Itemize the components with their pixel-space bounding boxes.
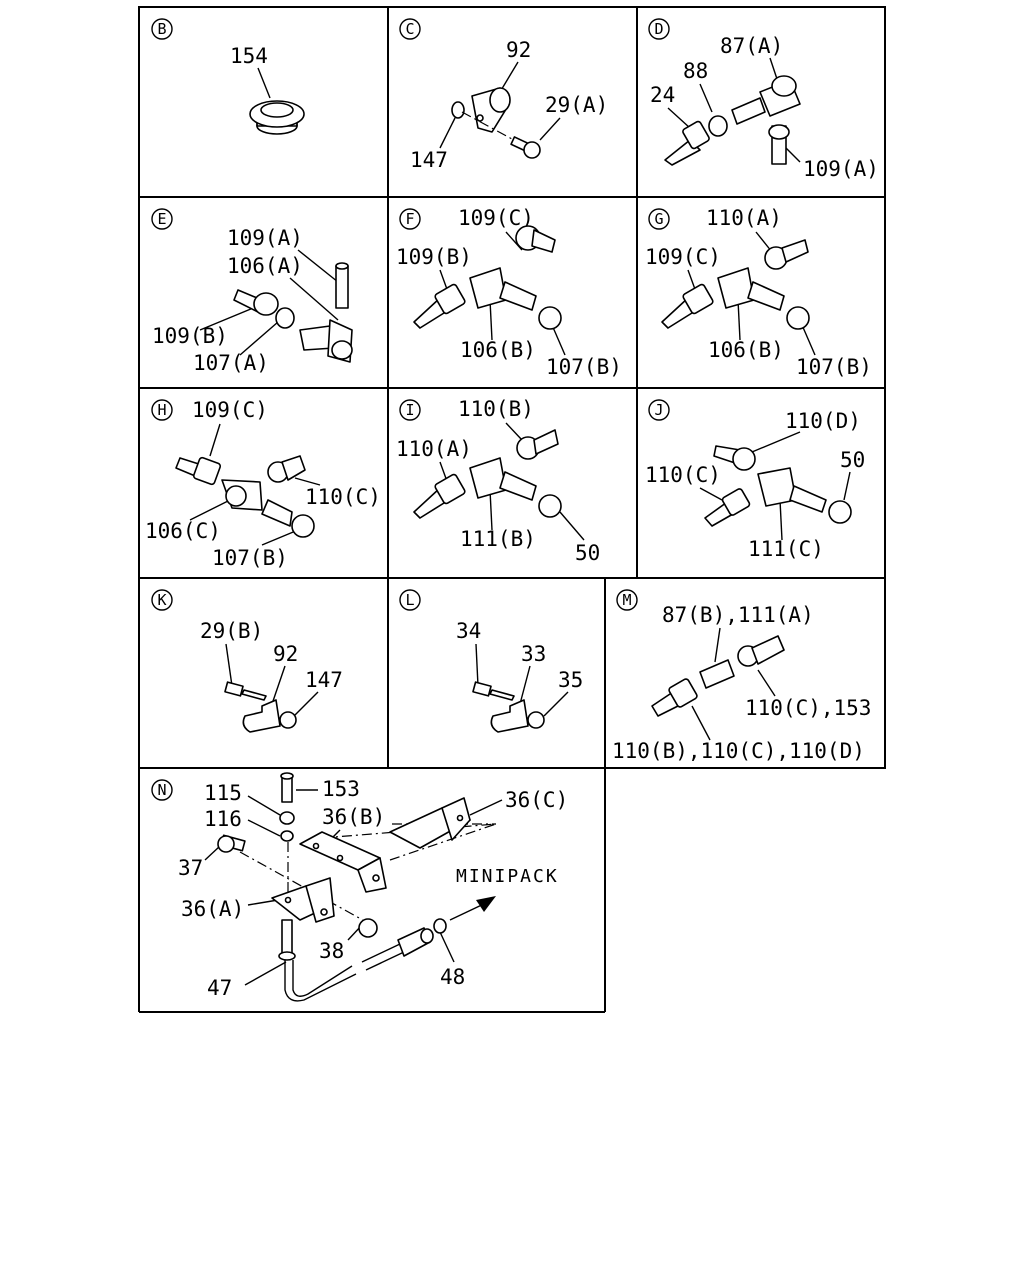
panel-n: 115 153 36(B) 36(C) 116 37 36(A) 38 47 4… [178,772,568,1002]
panel-f: 109(C) 109(B) 106(B) 107(B) [396,206,622,379]
label-147: 147 [410,148,448,172]
label-110c-153: 110(C),153 [745,696,871,720]
label-35: 35 [558,668,583,692]
panel-letter-e: E [157,210,166,228]
panel-m: 87(B),111(A) 110(C),153 110(B),110(C),11… [612,603,871,763]
panel-letter-h: H [157,401,166,419]
label-109c-g: 109(C) [645,245,721,269]
panel-c: 92 29(A) 147 [410,38,608,172]
panel-letter-n: N [157,781,166,799]
minipack-note: MINIPACK [456,866,559,887]
label-29b: 29(B) [200,619,263,643]
label-110b-i: 110(B) [458,397,534,421]
label-110c-h: 110(C) [305,485,381,509]
label-106c-h: 106(C) [145,519,221,543]
label-111c-j: 111(C) [748,537,824,561]
label-47: 47 [207,976,232,1000]
label-109b-e: 109(B) [152,324,228,348]
label-92-k: 92 [273,642,298,666]
label-111b-i: 111(B) [460,527,536,551]
panel-letter-b: B [157,20,166,38]
label-106b-f: 106(B) [460,338,536,362]
label-110a-i: 110(A) [396,437,472,461]
panel-grid [138,6,886,1013]
panel-letter-i: I [405,401,414,419]
label-37: 37 [178,856,203,880]
label-110b-110c-110d: 110(B),110(C),110(D) [612,739,865,763]
label-36a: 36(A) [181,897,244,921]
panel-letter-k: K [157,591,166,609]
label-24: 24 [650,83,675,107]
label-34: 34 [456,619,481,643]
panel-letter-m: M [622,591,631,609]
label-116: 116 [204,807,242,831]
panel-letter-d: D [654,20,663,38]
panel-j: 110(D) 50 110(C) 111(C) [645,409,865,561]
label-87b-111a: 87(B),111(A) [662,603,814,627]
label-106a: 106(A) [227,254,303,278]
panel-letter-f: F [405,210,414,228]
panel-letter-j: J [654,401,663,419]
label-110a-g: 110(A) [706,206,782,230]
panel-b: 154 [230,44,305,135]
label-107b-f: 107(B) [546,355,622,379]
panel-g: 110(A) 109(C) 106(B) 107(B) [645,206,872,379]
label-109a: 109(A) [803,157,879,181]
label-29a: 29(A) [545,93,608,117]
label-147-k: 147 [305,668,343,692]
bracket-part [471,87,511,133]
label-106b-g: 106(B) [708,338,784,362]
panel-k: 29(B) 92 147 [200,619,343,733]
label-154: 154 [230,44,268,68]
panel-d: 87(A) 88 24 109(A) [650,34,879,181]
panel-letter-l: L [405,591,414,609]
panel-letter-c: C [405,20,414,38]
label-107b-g: 107(B) [796,355,872,379]
panel-i: 110(B) 110(A) 111(B) 50 [396,397,600,565]
panel-e: 109(A) 106(A) 109(B) 107(A) [152,226,353,375]
label-48: 48 [440,965,465,989]
label-107a: 107(A) [193,351,269,375]
label-110d-j: 110(D) [785,409,861,433]
grommet-part [249,100,305,135]
label-107b-h: 107(B) [212,546,288,570]
label-153: 153 [322,777,360,801]
label-109b-f: 109(B) [396,245,472,269]
label-109c-f: 109(C) [458,206,534,230]
panel-letters: B C D E F G H I J K L M N [151,18,670,801]
label-50-i: 50 [575,541,600,565]
label-115: 115 [204,781,242,805]
label-36c: 36(C) [505,788,568,812]
label-33: 33 [521,642,546,666]
panel-h: 109(C) 110(C) 106(C) 107(B) [145,398,381,570]
label-36b: 36(B) [322,805,385,829]
label-92: 92 [506,38,531,62]
panel-l: 34 33 35 [456,619,583,733]
label-87a: 87(A) [720,34,783,58]
label-110c-j: 110(C) [645,463,721,487]
label-109a-e: 109(A) [227,226,303,250]
label-38: 38 [319,939,344,963]
label-109c-h: 109(C) [192,398,268,422]
label-88: 88 [683,59,708,83]
panel-letter-g: G [654,210,663,228]
label-50-j: 50 [840,448,865,472]
